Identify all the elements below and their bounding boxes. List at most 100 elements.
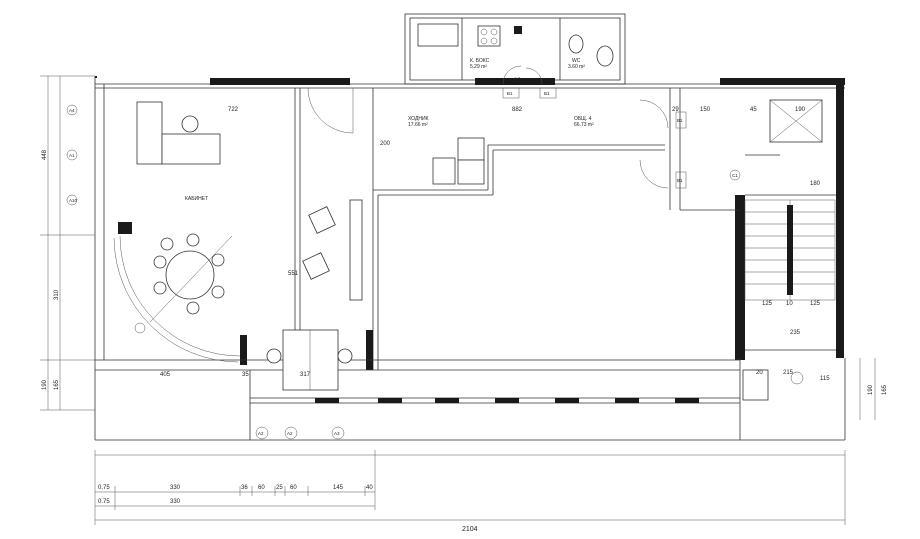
- tag-b1: [675, 111, 687, 129]
- room-kabina-label: К. БОКС: [470, 58, 490, 64]
- dim-60-c: 60: [290, 485, 297, 491]
- window-tag-a4: [66, 104, 78, 116]
- svg-text:B1: B1: [544, 91, 550, 96]
- dim-60-b: 60: [258, 485, 265, 491]
- dim-40-b: 40: [366, 485, 373, 491]
- tag-a10: [790, 371, 804, 385]
- tag-b1: [675, 171, 687, 189]
- svg-text:B1: B1: [507, 91, 513, 96]
- right-dimensions: 190 165: [859, 358, 888, 420]
- svg-text:A4: A4: [69, 108, 75, 113]
- dim-25: 25: [276, 485, 283, 491]
- tag-c1: [729, 169, 741, 181]
- room-hodnik-label: ХОДНИК: [408, 116, 429, 122]
- svg-text:A3: A3: [334, 431, 340, 436]
- dim-20: 20: [756, 370, 763, 376]
- dim-0-75-b: 0.75: [98, 499, 110, 505]
- svg-text:A2: A2: [258, 431, 264, 436]
- column: [366, 330, 373, 370]
- room-wc-label: WC: [572, 58, 581, 64]
- dim-330-b: 330: [170, 485, 181, 491]
- dim-180: 180: [810, 181, 821, 187]
- svg-text:C1: C1: [732, 173, 738, 178]
- window-tag-a2: [284, 426, 298, 440]
- doors: [113, 87, 669, 363]
- window-band: [315, 398, 699, 403]
- dim-310: 310: [54, 289, 60, 300]
- dim-0-75-a: 0.75: [98, 485, 110, 491]
- dim-150: 150: [700, 107, 711, 113]
- room-obshch-label: ОБЩ. 4: [574, 116, 592, 122]
- stove: [477, 25, 501, 47]
- dim-405: 405: [160, 372, 171, 378]
- chair: [432, 157, 456, 185]
- dim-165-right: 165: [882, 384, 888, 395]
- lounge-chair: [302, 252, 330, 280]
- dim-317: 317: [300, 372, 311, 378]
- dim-551: 551: [288, 271, 299, 277]
- dim-722: 722: [228, 107, 239, 113]
- svg-text:A10: A10: [69, 198, 78, 203]
- meeting-table: [282, 329, 339, 391]
- dim-190: 190: [795, 107, 806, 113]
- appliance: [514, 26, 522, 34]
- top-wall-segment: [210, 78, 350, 85]
- dim-12: 12: [514, 78, 521, 84]
- window-tag-a2: [255, 426, 269, 440]
- room-wc-area: 3.60 m²: [568, 64, 585, 70]
- cabinet: [349, 199, 363, 301]
- dim-190-left: 190: [42, 379, 48, 390]
- round-table: [165, 250, 215, 300]
- tag-b1: [502, 87, 520, 99]
- dim-200: 200: [380, 141, 391, 147]
- toilet: [568, 34, 584, 54]
- column-left: [240, 335, 247, 365]
- kitchen-sink: [417, 23, 459, 47]
- svg-text:B1: B1: [677, 178, 683, 183]
- dim-145-b: 145: [333, 485, 344, 491]
- dim-235: 235: [790, 330, 801, 336]
- furniture: [136, 99, 823, 401]
- tag-a3-kabinet: [134, 322, 146, 334]
- tag-b1: [539, 87, 557, 99]
- curved-partition: [119, 235, 241, 357]
- stair-wall: [735, 195, 745, 360]
- office-chair: [181, 115, 199, 133]
- dim-10: 10: [786, 301, 793, 307]
- right-wall: [836, 78, 844, 358]
- dim-125-left: 125: [762, 301, 773, 307]
- dim-330: 330: [170, 499, 181, 505]
- column-kabinet: [118, 222, 132, 234]
- bottom-dimensions: 0.75 330 36 60 25 60 145 40 0.75 330 210…: [94, 450, 846, 533]
- window-tag-a3: [331, 426, 345, 440]
- dim-45: 45: [750, 107, 757, 113]
- dim-882: 882: [512, 107, 523, 113]
- dim-190-right: 190: [868, 384, 874, 395]
- dim-36: 36: [241, 485, 248, 491]
- room-obshch-area: 66.73 m²: [574, 122, 594, 128]
- dimension-labels: 722 882 150 45 190 29 12 405 35 317 125 …: [160, 78, 830, 382]
- desk: [161, 133, 221, 165]
- shaft: [742, 369, 769, 401]
- dim-35: 35: [242, 372, 249, 378]
- room-kabinet-label: КАБИНЕТ: [185, 196, 208, 202]
- svg-text:B1: B1: [677, 118, 683, 123]
- chair: [457, 159, 485, 185]
- element-tags: B1 B1 B1 B1 C1 A2 A2 A3: [134, 87, 804, 440]
- dim-115: 115: [820, 376, 830, 382]
- dim-215: 215: [783, 370, 794, 376]
- dim-29: 29: [672, 107, 679, 113]
- kitchen-wc-block: К. БОКС 5.29 m² WC 3.60 m²: [404, 13, 626, 85]
- svg-text:A1: A1: [69, 153, 75, 158]
- dim-165-left: 165: [54, 379, 60, 390]
- dim-125-right: 125: [810, 301, 821, 307]
- room-hodnik-area: 17.66 m²: [408, 122, 428, 128]
- wc-basin: [596, 45, 614, 67]
- lounge-chair: [308, 206, 336, 234]
- chair: [457, 137, 485, 161]
- room-kabina-area: 5.29 m²: [470, 64, 487, 70]
- stairs: [744, 199, 836, 301]
- top-wall-segment-right: [720, 78, 845, 85]
- left-dimensions: 448 310 190 165 A4 A1 A10: [40, 75, 95, 411]
